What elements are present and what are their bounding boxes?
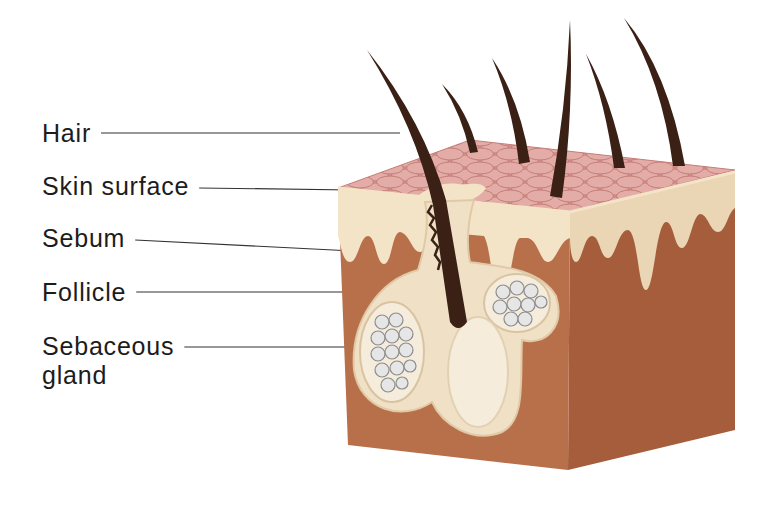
- hair-strand: [442, 84, 478, 153]
- hair-strand: [367, 50, 467, 328]
- dermis-side: [568, 172, 735, 470]
- part-label: Sebum: [42, 224, 125, 253]
- surface-edge: [338, 172, 735, 212]
- hair-bulb: [448, 317, 508, 427]
- hair-strand: [586, 54, 625, 168]
- sebaceous-gland: [360, 302, 424, 402]
- sebaceous-gland: [484, 274, 550, 332]
- part-label: Skin surface: [42, 172, 189, 201]
- leader-line: [199, 188, 352, 190]
- hair-strand: [624, 18, 685, 166]
- part-label: Hair: [42, 119, 91, 148]
- part-label: Follicle: [42, 278, 126, 307]
- dermis-front: [338, 188, 570, 470]
- hair-strand: [550, 20, 571, 198]
- hair-strand: [492, 58, 530, 164]
- hairs: [367, 18, 685, 328]
- leader-line: [184, 346, 368, 347]
- part-label: Sebaceous gland: [42, 332, 174, 390]
- leader-line: [101, 132, 400, 133]
